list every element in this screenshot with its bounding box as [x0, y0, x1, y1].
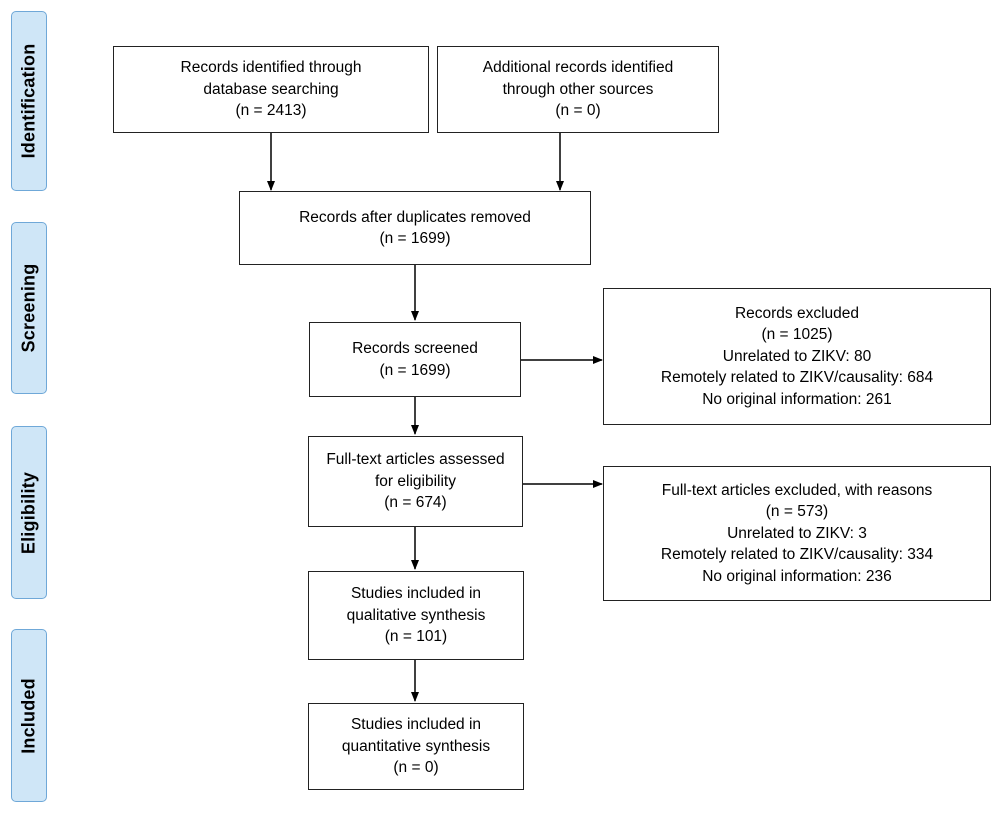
box-line: Records excluded: [734, 304, 860, 322]
stage-included: Included: [11, 629, 47, 802]
box-line: Studies included in: [350, 585, 482, 603]
box-count: (n = 101): [384, 628, 448, 646]
box-reason: Unrelated to ZIKV: 3: [727, 524, 867, 542]
box-count: (n = 573): [765, 503, 829, 521]
box-fulltext-excluded: Full-text articles excluded, with reason…: [603, 466, 991, 601]
box-line: Full-text articles assessed: [326, 451, 505, 469]
box-line: Studies included in: [350, 716, 482, 734]
stage-screening: Screening: [11, 222, 47, 394]
box-reason: No original information: 236: [702, 567, 892, 585]
stage-eligibility: Eligibility: [11, 426, 47, 599]
box-count: (n = 1699): [379, 361, 451, 379]
box-reason: Remotely related to ZIKV/causality: 334: [660, 546, 934, 564]
box-line: Records screened: [352, 340, 478, 357]
box-studies-qualitative: Studies included in qualitative synthesi…: [308, 571, 524, 660]
box-line: Records identified through: [180, 59, 362, 77]
stage-identification-label: Identification: [18, 43, 39, 159]
box-count: (n = 674): [384, 494, 447, 512]
stage-included-label: Included: [18, 677, 39, 754]
box-line: quantitative synthesis: [341, 737, 491, 755]
box-line: through other sources: [502, 80, 654, 98]
box-records-after-duplicates: Records after duplicates removed (n = 16…: [239, 191, 591, 265]
box-line: Records after duplicates removed: [299, 208, 531, 226]
box-count: (n = 0): [393, 759, 439, 777]
box-line: Full-text articles excluded, with reason…: [661, 481, 933, 499]
box-records-screened: Records screened (n = 1699): [309, 322, 521, 397]
box-count: (n = 1025): [761, 326, 833, 344]
box-line: Additional records identified: [482, 59, 674, 77]
box-line: qualitative synthesis: [346, 606, 486, 624]
box-line: for eligibility: [375, 472, 456, 490]
box-reason: Remotely related to ZIKV/causality: 684: [660, 369, 934, 387]
box-studies-quantitative: Studies included in quantitative synthes…: [308, 703, 524, 790]
box-records-excluded: Records excluded (n = 1025) Unrelated to…: [603, 288, 991, 425]
box-records-identified-other: Additional records identified through ot…: [437, 46, 719, 133]
stage-screening-label: Screening: [18, 263, 39, 353]
stage-eligibility-label: Eligibility: [18, 471, 39, 554]
box-fulltext-assessed: Full-text articles assessed for eligibil…: [308, 436, 523, 527]
box-records-identified-database: Records identified through database sear…: [113, 46, 429, 133]
box-reason: Unrelated to ZIKV: 80: [722, 347, 872, 365]
box-count: (n = 0): [555, 102, 601, 120]
box-line: database searching: [203, 80, 339, 98]
box-reason: No original information: 261: [702, 390, 892, 408]
box-count: (n = 1699): [379, 230, 451, 247]
box-count: (n = 2413): [235, 102, 307, 120]
stage-identification: Identification: [11, 11, 47, 191]
